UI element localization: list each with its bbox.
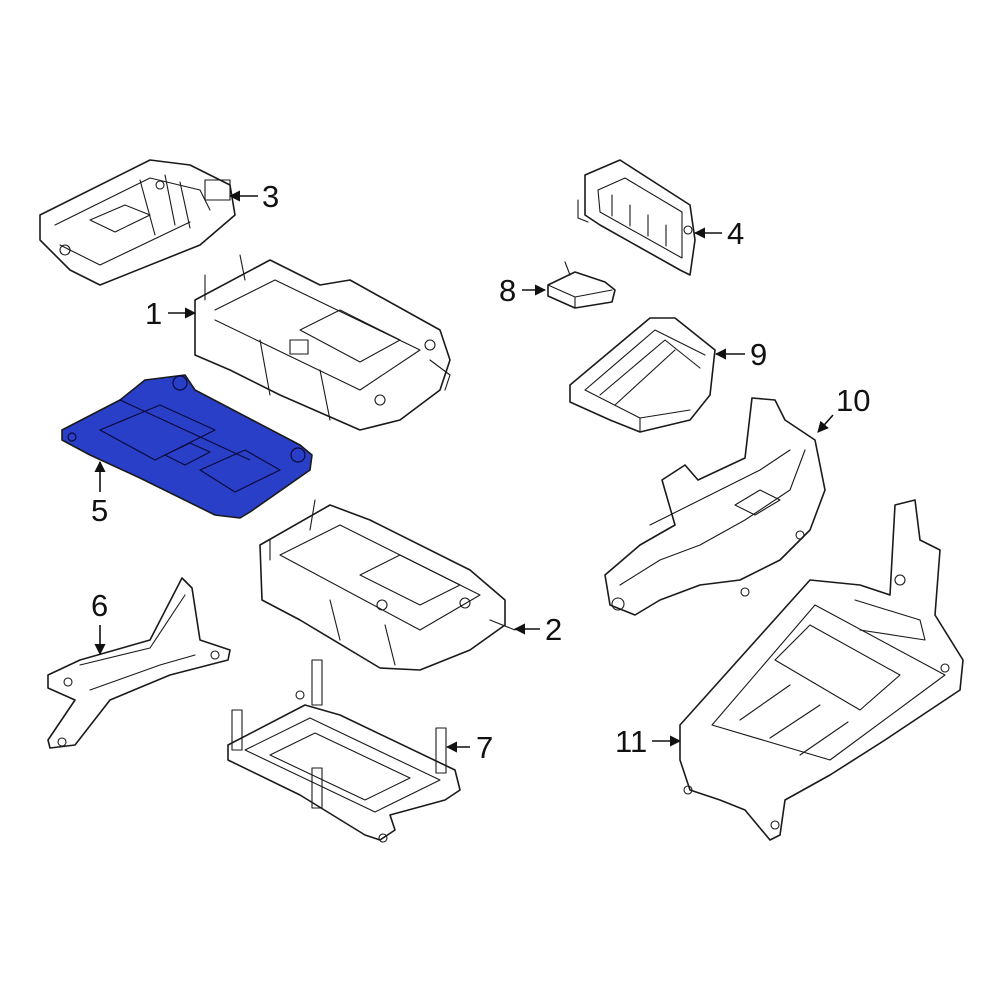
- part-8-small-module[interactable]: [547, 261, 616, 309]
- part-9-control-unit[interactable]: [569, 317, 716, 433]
- callout-3: 3: [262, 179, 279, 214]
- callout-9: 9: [750, 337, 767, 372]
- callout-4: 4: [727, 216, 744, 251]
- part-5-tray-highlighted[interactable]: [61, 374, 313, 519]
- part-4-module[interactable]: [577, 159, 696, 276]
- part-6-bracket[interactable]: [47, 577, 231, 749]
- leader-10: [817, 414, 834, 433]
- part-10-large-bracket[interactable]: [604, 397, 826, 616]
- callout-5: 5: [91, 493, 108, 528]
- part-11-floor-plate[interactable]: [679, 499, 964, 841]
- callout-labels: 3 1 5 2 6 7 4 8 9 10 11: [91, 179, 870, 765]
- part-2-power-module-lower[interactable]: [259, 499, 516, 671]
- callout-11: 11: [615, 724, 647, 759]
- callout-6: 6: [91, 588, 108, 623]
- callout-1: 1: [145, 296, 162, 331]
- leader-lines: [94, 190, 834, 753]
- callout-2: 2: [545, 612, 562, 647]
- part-7-frame[interactable]: [227, 659, 461, 843]
- part-3-inverter-top[interactable]: [39, 159, 236, 286]
- callout-8: 8: [499, 273, 516, 308]
- callout-7: 7: [476, 730, 493, 765]
- callout-10: 10: [836, 383, 870, 418]
- part-1-power-module[interactable]: [194, 254, 451, 431]
